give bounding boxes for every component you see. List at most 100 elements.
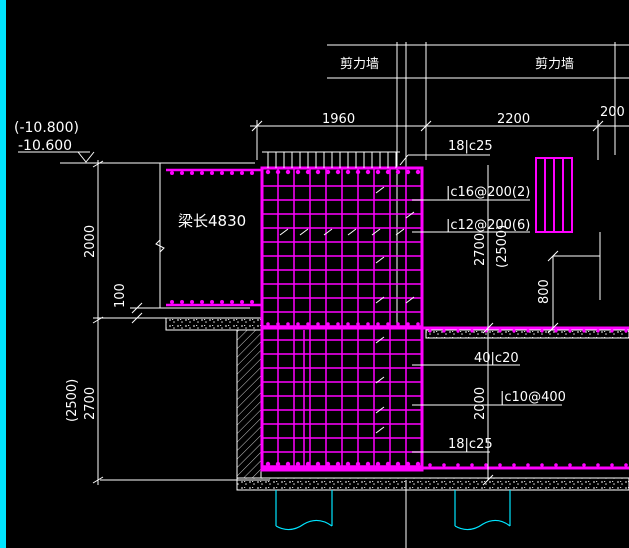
rebar-dot	[265, 169, 271, 175]
rebar-dot	[316, 322, 320, 326]
rebar-dot	[326, 322, 330, 326]
drawing-stroke	[375, 296, 385, 304]
rebar-dot	[512, 329, 516, 333]
rebar-cage	[260, 166, 629, 472]
top-dim-2200: 2200	[497, 112, 530, 127]
rebar-note-tie: |c10@400	[500, 390, 566, 405]
rebar-dot	[484, 463, 488, 467]
rebar-dot	[315, 461, 321, 467]
rebar-dot	[366, 322, 370, 326]
wall-rebar-column	[535, 157, 573, 233]
top-dim-200: 200	[600, 105, 625, 120]
rebar-dot	[498, 329, 502, 333]
drawing-stroke	[375, 406, 385, 414]
rebar-dot	[428, 329, 432, 333]
rebar-dot	[456, 329, 460, 333]
rebar-dot	[325, 461, 331, 467]
beam-slab-rebar	[166, 168, 262, 307]
top-bar-ticks	[262, 151, 400, 168]
rebar-dot	[582, 463, 586, 467]
beam-length-label: 梁长4830	[178, 212, 246, 230]
drawing-stroke	[375, 336, 385, 344]
left-dim-2000: 2000	[83, 225, 98, 258]
axis-lines	[327, 42, 629, 548]
rebar-dot	[230, 171, 234, 175]
rebar-dot	[610, 463, 614, 467]
rebar-dot	[325, 169, 331, 175]
rebar-dot	[220, 300, 224, 304]
rebar-dot	[540, 463, 544, 467]
drawing-stroke	[375, 426, 385, 434]
rebar-dot	[406, 322, 410, 326]
rebar-dot	[405, 169, 411, 175]
rebar-dot	[210, 300, 214, 304]
gravel-cushion-left	[165, 317, 262, 331]
rebar-dot	[200, 300, 204, 304]
rebar-dot	[266, 322, 270, 326]
rebar-dot	[336, 322, 340, 326]
drawing-stroke	[405, 211, 415, 219]
drawing-stroke	[405, 296, 415, 304]
rebar-dot	[512, 463, 516, 467]
drawing-stroke	[375, 256, 385, 264]
viewport-left-border	[0, 0, 6, 548]
rebar-dot	[624, 463, 628, 467]
rebar-dot	[568, 463, 572, 467]
wall-label-left: 剪力墙	[340, 56, 379, 72]
drawing-stroke	[375, 186, 385, 194]
rebar-dot	[240, 171, 244, 175]
rebar-dot	[428, 463, 432, 467]
rebar-note-leaders	[399, 154, 562, 453]
rebar-dot	[240, 300, 244, 304]
rebar-dot	[376, 322, 380, 326]
elevation-label-2: -10.600	[18, 138, 72, 154]
rebar-dot	[200, 171, 204, 175]
rebar-dot	[250, 171, 254, 175]
right-dim-2000: 2000	[473, 387, 488, 420]
rebar-dot	[375, 169, 381, 175]
rebar-dot	[286, 322, 290, 326]
rebar-dot	[395, 461, 401, 467]
rebar-dot	[346, 322, 350, 326]
rebar-dot	[295, 461, 301, 467]
elevation-symbol	[18, 151, 255, 164]
rebar-note-middle-bars: 40|c20	[474, 351, 519, 366]
rebar-dot	[624, 329, 628, 333]
drawing-stroke	[371, 228, 381, 236]
rebar-tie-ticks	[279, 186, 415, 434]
rebar-dot	[335, 461, 341, 467]
drawing-stroke	[395, 228, 405, 236]
drawing-stroke	[323, 228, 333, 236]
rebar-dot	[170, 300, 174, 304]
rebar-cage-dots	[265, 169, 421, 467]
rebar-dot	[170, 171, 174, 175]
rebar-dot	[526, 329, 530, 333]
rebar-note-top-bars: 18|c25	[448, 139, 493, 154]
rebar-dot	[220, 171, 224, 175]
rebar-dot	[582, 329, 586, 333]
rebar-dot	[285, 169, 291, 175]
rebar-dot	[415, 169, 421, 175]
rebar-dot	[306, 322, 310, 326]
rebar-dot	[526, 463, 530, 467]
soil-hatch-left	[236, 329, 262, 479]
rebar-dot	[442, 329, 446, 333]
left-dim-2700: 2700	[83, 387, 98, 420]
rebar-dot	[275, 461, 281, 467]
rebar-dot	[190, 171, 194, 175]
pile-left	[275, 490, 333, 531]
rebar-dot	[296, 322, 300, 326]
drawing-stroke	[279, 228, 289, 236]
rebar-dot	[345, 169, 351, 175]
rebar-dot	[275, 169, 281, 175]
rebar-note-bottom-bars: 18|c25	[448, 437, 493, 452]
top-dim-1960: 1960	[322, 112, 355, 127]
wall-label-right: 剪力墙	[535, 56, 574, 72]
rebar-dot	[498, 463, 502, 467]
rebar-dot	[596, 463, 600, 467]
drawing-stroke	[375, 376, 385, 384]
rebar-dot	[356, 322, 360, 326]
rebar-dot	[470, 329, 474, 333]
